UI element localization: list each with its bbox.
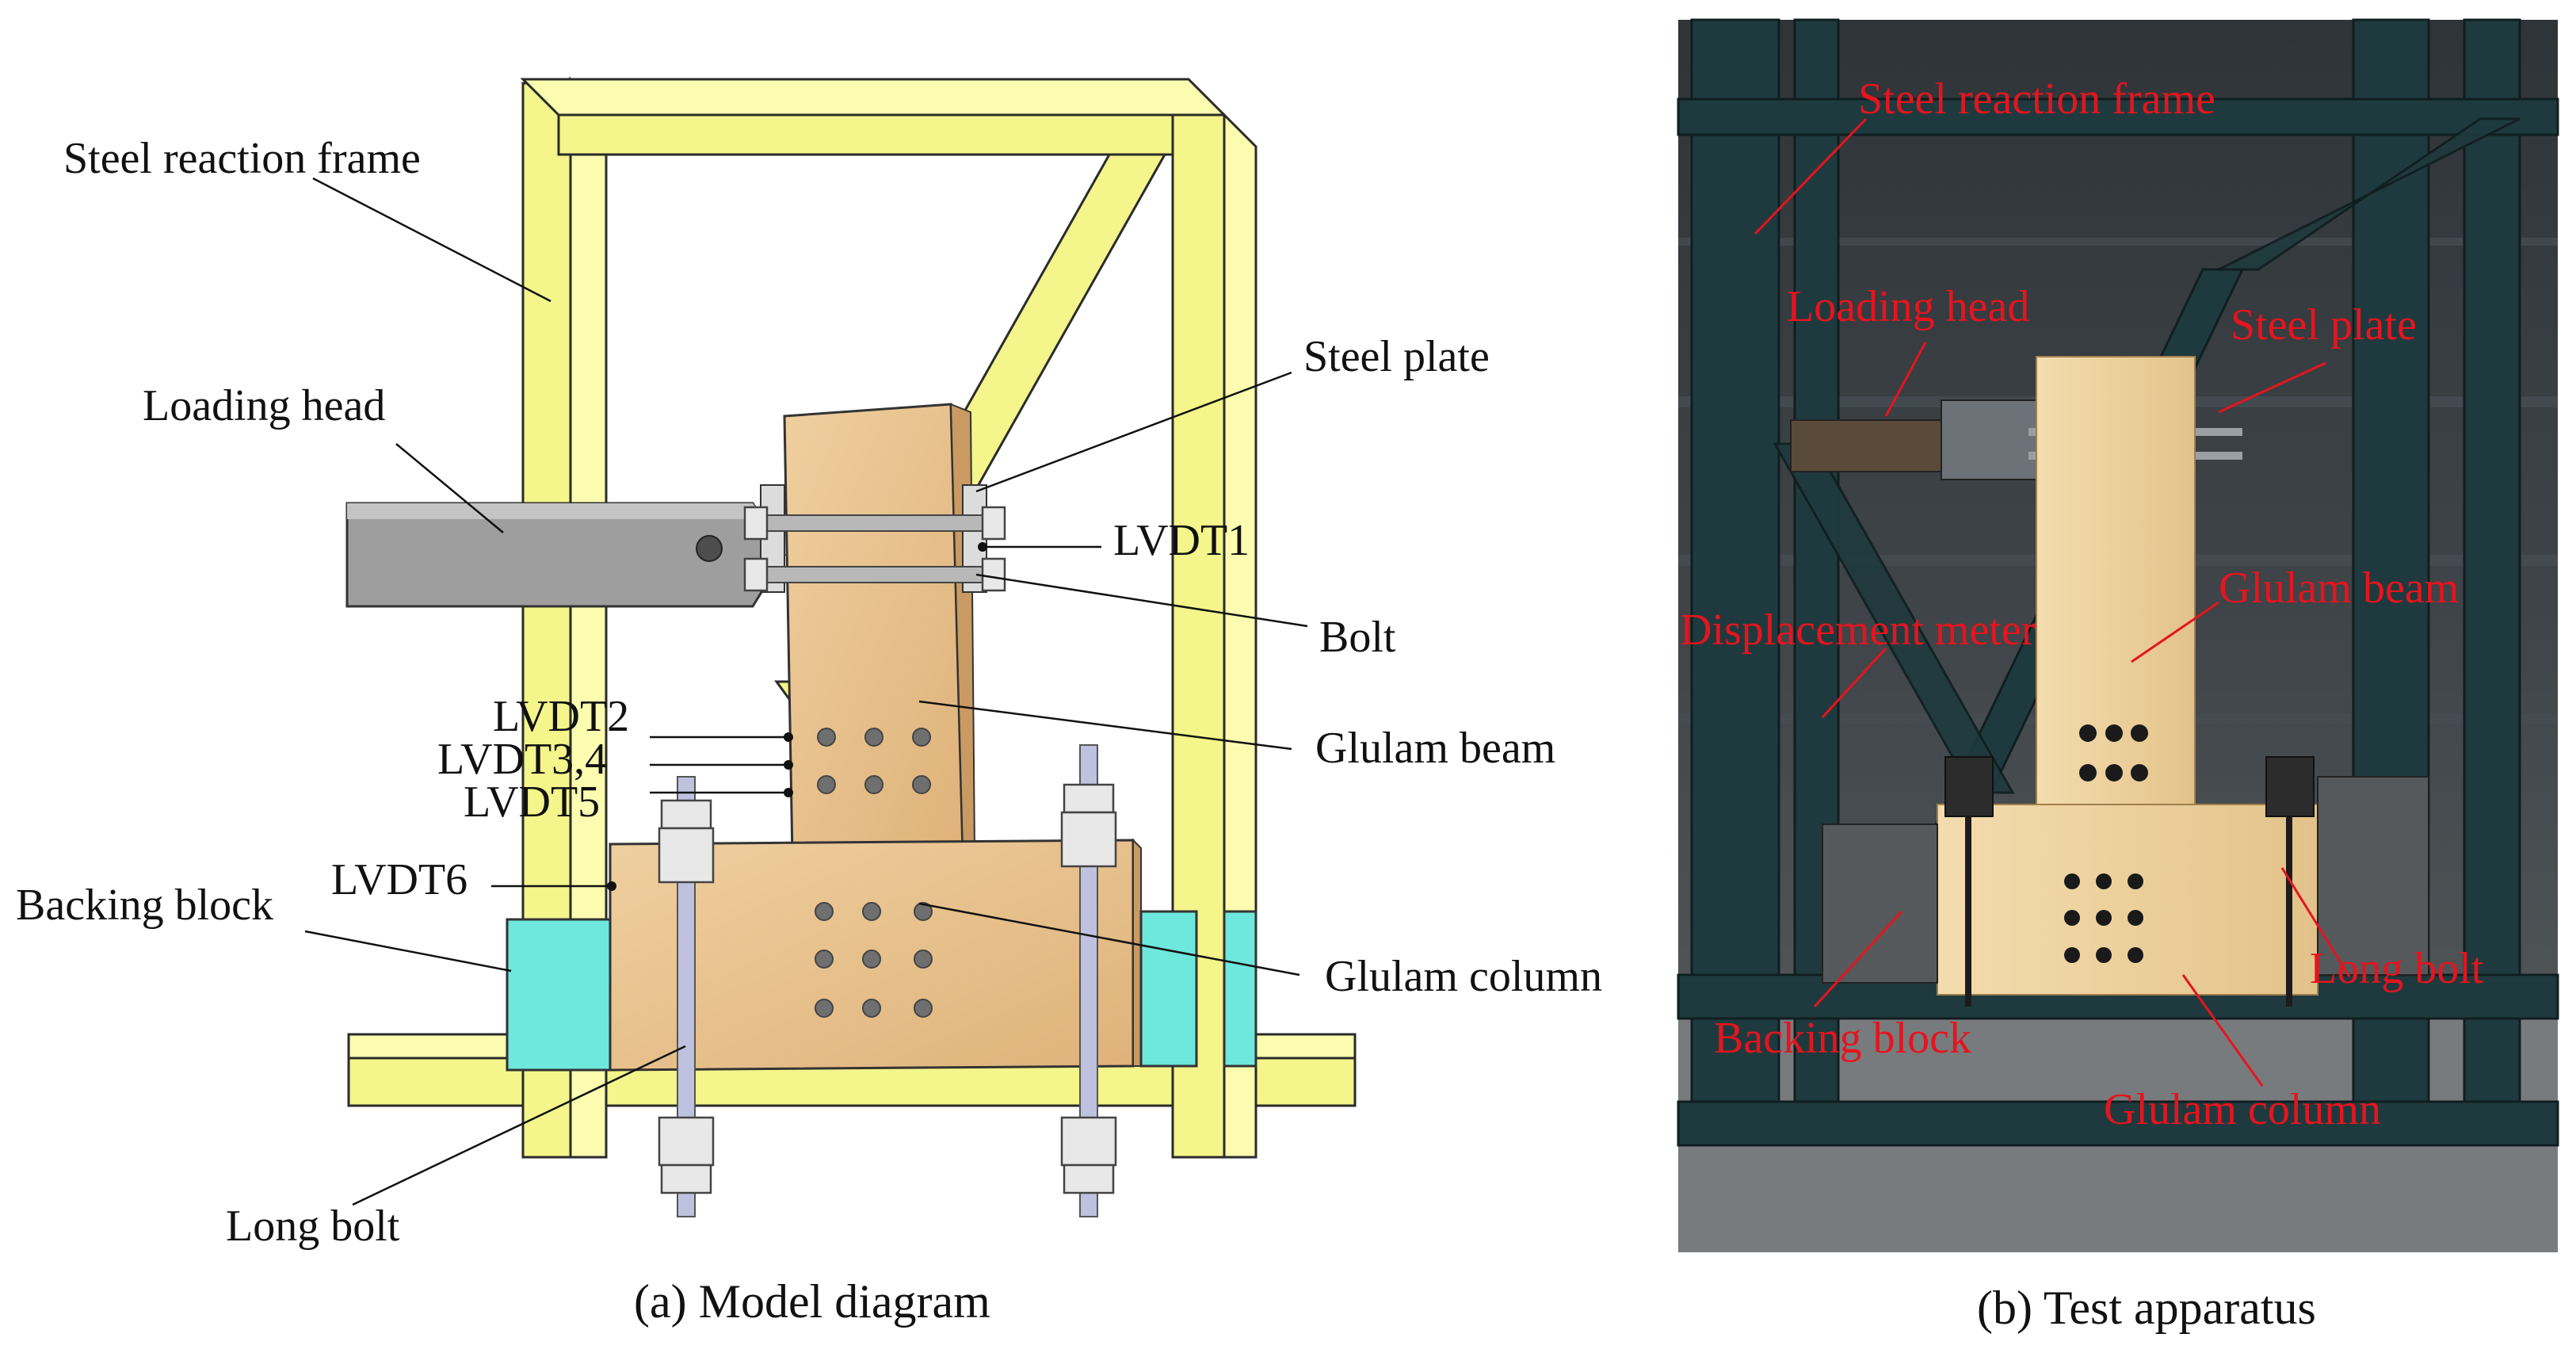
label-lvdt5: LVDT5 (464, 778, 600, 827)
steel-plates-and-bolts (743, 484, 1006, 593)
loading-head (345, 502, 786, 608)
label-lvdt6: LVDT6 (331, 855, 467, 904)
photo-label-glulam-column: Glulam column (2104, 1085, 2381, 1134)
photo-glulam-column (1937, 804, 2318, 996)
model-diagram-panel: Steel reaction frame Loading head Steel … (16, 76, 1602, 1328)
model-leader-lines (304, 177, 1308, 1206)
photo-label-glulam-beam: Glulam beam (2219, 564, 2459, 613)
caption-test-apparatus: (b) Test apparatus (1977, 1282, 2316, 1334)
label-glulam-beam: Glulam beam (1315, 724, 1555, 773)
photo-label-steel-reaction-frame: Steel reaction frame (1858, 75, 2215, 124)
label-steel-plate: Steel plate (1303, 332, 1490, 381)
long-bolts (658, 744, 1117, 1217)
test-apparatus-panel: Steel reaction frame Loading head Steel … (1677, 18, 2559, 1334)
label-loading-head: Loading head (143, 381, 385, 430)
photo-label-loading-head: Loading head (1787, 282, 2029, 331)
lvdt-dots (607, 542, 987, 891)
photo-label-long-bolt: Long bolt (2310, 944, 2484, 993)
label-glulam-column: Glulam column (1325, 952, 1602, 1001)
beam-bolt-holes (817, 728, 931, 794)
label-steel-reaction-frame: Steel reaction frame (63, 134, 421, 183)
label-lvdt2: LVDT2 (493, 692, 629, 741)
label-long-bolt: Long bolt (226, 1202, 400, 1251)
photo-leader-lines (1754, 117, 2351, 1087)
steel-reaction-frame-left-column (521, 76, 608, 1159)
label-backing-block: Backing block (16, 881, 273, 930)
label-bolt: Bolt (1319, 613, 1396, 662)
photo-label-displacement-meter: Displacement meter (1680, 606, 2036, 655)
photo-glulam-beam (2036, 356, 2196, 845)
steel-reaction-frame-top-beam (520, 78, 1227, 156)
label-lvdt3-4: LVDT3,4 (437, 735, 607, 784)
label-lvdt1: LVDT1 (1113, 516, 1250, 565)
photo-label-steel-plate: Steel plate (2231, 300, 2417, 350)
caption-model-diagram: (a) Model diagram (634, 1275, 990, 1328)
column-bolt-holes (815, 902, 933, 1018)
photo-label-backing-block: Backing block (1714, 1014, 1971, 1063)
backing-blocks (506, 910, 1257, 1072)
steel-reaction-frame-right-column (1171, 112, 1257, 1159)
